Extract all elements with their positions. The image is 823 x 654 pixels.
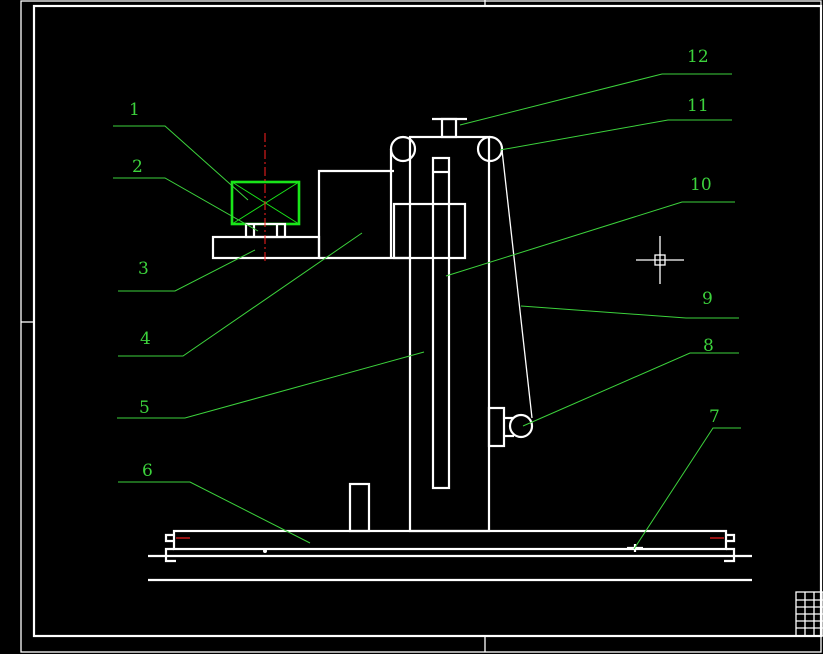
title-block xyxy=(795,591,823,637)
sheet-frame xyxy=(20,0,823,653)
top-handle xyxy=(432,117,467,139)
main-column xyxy=(408,135,491,533)
lower-pulley xyxy=(487,406,534,448)
callout-5: 5 xyxy=(139,398,150,418)
leader-lines xyxy=(113,73,741,550)
callout-7: 7 xyxy=(709,407,720,427)
slider-carriage xyxy=(392,202,467,260)
belt-line xyxy=(501,149,533,419)
callout-9: 9 xyxy=(702,289,713,309)
stop-block xyxy=(348,482,371,533)
callout-10: 10 xyxy=(690,175,712,195)
callout-12: 12 xyxy=(687,47,709,67)
support-arm xyxy=(211,169,410,260)
callout-6: 6 xyxy=(142,461,153,481)
callout-2: 2 xyxy=(132,157,143,177)
motor-box xyxy=(230,133,301,262)
callout-11: 11 xyxy=(687,96,709,116)
top-left-pulley xyxy=(389,135,417,163)
cursor-crosshair xyxy=(636,236,684,284)
callout-labels: 1 2 3 4 5 6 7 8 9 10 11 12 xyxy=(129,47,720,481)
callout-1: 1 xyxy=(129,100,140,120)
base-plate xyxy=(148,529,752,582)
top-right-pulley xyxy=(476,135,504,163)
callout-4: 4 xyxy=(140,329,151,349)
callout-8: 8 xyxy=(703,336,714,356)
callout-3: 3 xyxy=(138,259,149,279)
